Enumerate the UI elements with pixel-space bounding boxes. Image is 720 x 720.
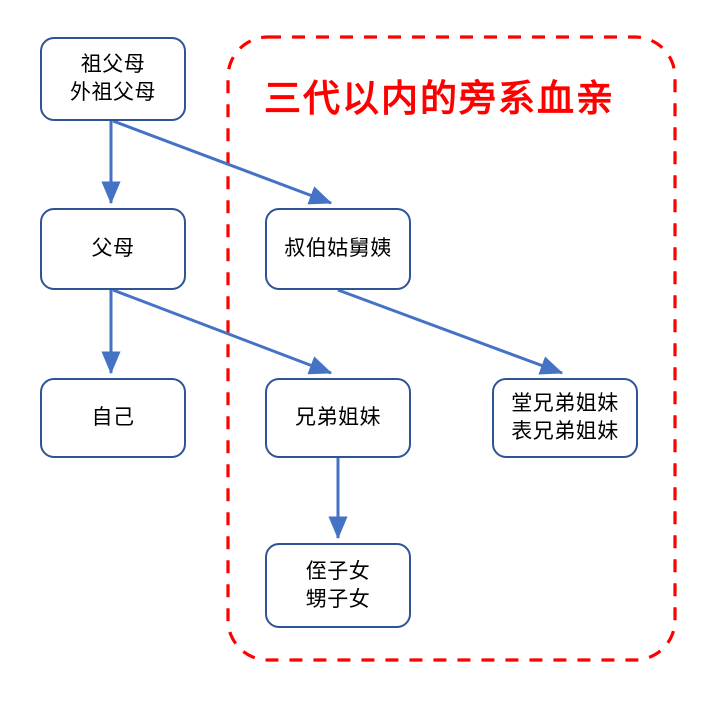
node-nephews-nieces[interactable]: 侄子女 甥子女 [265,543,411,628]
node-parents[interactable]: 父母 [40,208,186,290]
node-grandparents-line-1: 祖父母 [80,53,146,77]
node-cousins-line-1: 堂兄弟姐妹 [511,392,619,416]
node-cousins[interactable]: 堂兄弟姐妹 表兄弟姐妹 [492,378,638,458]
node-grandparents[interactable]: 祖父母 外祖父母 [40,37,186,121]
node-siblings[interactable]: 兄弟姐妹 [265,378,411,458]
connector-grandparents-to-uncles-aunts [112,119,333,205]
node-nephews-nieces-line-2: 甥子女 [305,587,371,611]
node-grandparents-line-2: 外祖父母 [70,81,156,104]
connector-uncles-aunts-to-cousins [337,288,564,375]
node-self[interactable]: 自己 [40,378,186,458]
node-siblings-line-1: 兄弟姐妹 [295,406,381,430]
node-uncles-aunts-line-1: 叔伯姑舅姨 [284,237,392,261]
node-nephews-nieces-line-1: 侄子女 [305,559,371,583]
node-cousins-line-2: 表兄弟姐妹 [511,420,619,443]
connector-parents-to-siblings [112,288,333,375]
group-region-outline [226,35,677,662]
node-self-line-1: 自己 [91,406,135,430]
node-uncles-aunts[interactable]: 叔伯姑舅姨 [265,208,411,290]
node-parents-line-1: 父母 [91,237,135,261]
group-region-title: 三代以内的旁系血亲 [264,78,615,119]
